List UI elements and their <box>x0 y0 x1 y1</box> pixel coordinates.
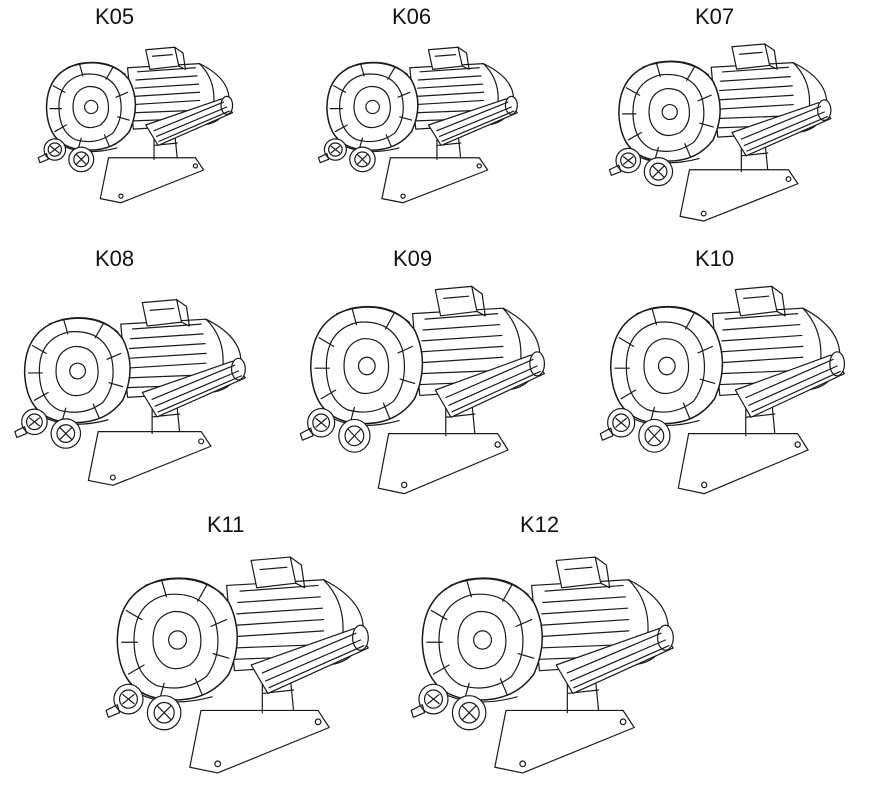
blower-figure-k10 <box>590 270 860 510</box>
blower-figure-k11 <box>95 540 385 790</box>
model-label-k11: K11 <box>207 512 245 537</box>
model-label-k06: K06 <box>392 4 432 29</box>
blower-figure-k12 <box>400 540 690 790</box>
model-label-k08: K08 <box>95 246 135 271</box>
blower-figure-k06 <box>310 35 530 215</box>
model-label-k12: K12 <box>520 512 560 537</box>
blower-figure-k05 <box>30 35 245 215</box>
model-label-k07: K07 <box>695 4 735 29</box>
blower-figure-k07 <box>600 30 845 235</box>
model-label-k10: K10 <box>695 246 735 271</box>
blower-figure-k09 <box>290 270 560 510</box>
blower-figure-k08 <box>5 285 260 500</box>
model-label-k05: K05 <box>95 4 135 29</box>
model-label-k09: K09 <box>393 246 433 271</box>
